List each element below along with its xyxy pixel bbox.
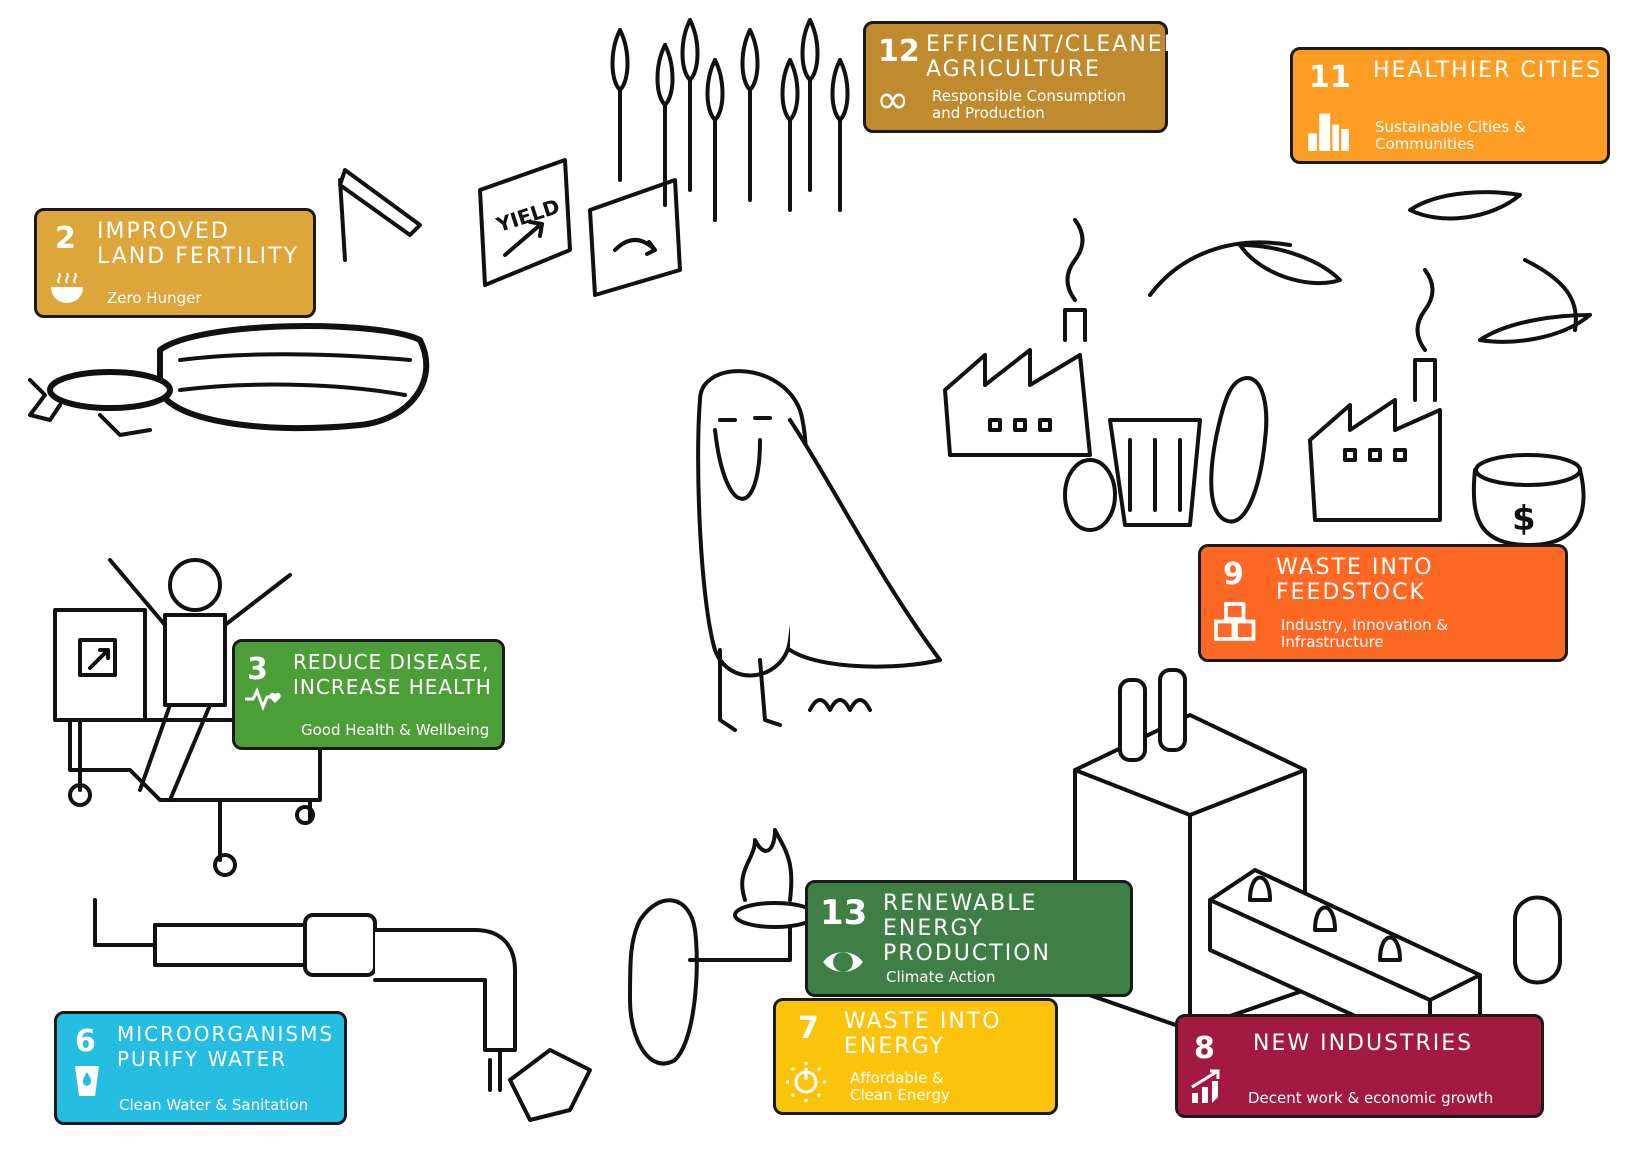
card-number: 6 <box>75 1024 96 1059</box>
card-subtitle: Sustainable Cities & Communities <box>1375 118 1526 153</box>
bin-lid-drawing <box>1063 458 1117 532</box>
sdg-card-7: 7 Waste into Energy Affordable & Clean E… <box>773 998 1058 1115</box>
sdg-card-6: 6 Microorganisms Purify Water Clean Wate… <box>54 1011 347 1125</box>
card-title: Improved Land Fertility <box>97 219 299 269</box>
food-bowl-icon <box>51 272 83 303</box>
card-title: Waste into Feedstock <box>1276 555 1434 605</box>
conveyor-machine-drawing <box>1073 668 1562 1052</box>
card-subtitle: Responsible Consumption and Production <box>932 87 1127 122</box>
power-sun-icon <box>786 1062 826 1102</box>
card-number: 12 <box>878 34 920 69</box>
sdg-card-11: 11 Healthier Cities Sustainable Cities &… <box>1290 47 1610 164</box>
test-tube-drawing <box>338 168 422 262</box>
yield-sign: YIELD <box>478 158 572 287</box>
card-number: 13 <box>820 893 868 933</box>
card-title: Efficient/Cleaner Agriculture <box>926 32 1181 82</box>
sdg-card-8: 8 New Industries Decent work & economic … <box>1175 1014 1544 1118</box>
sign-drawing <box>588 178 682 297</box>
card-subtitle: Clean Water & Sanitation <box>119 1096 309 1114</box>
card-number: 8 <box>1194 1031 1215 1066</box>
wheat-field <box>610 18 850 222</box>
sdg-card-2: 2 Improved Land Fertility Zero Hunger <box>34 208 316 318</box>
card-subtitle: Decent work & economic growth <box>1248 1089 1494 1107</box>
card-title: Waste into Energy <box>844 1009 1002 1059</box>
growth-chart-icon <box>1191 1069 1220 1103</box>
water-pipe-drawing <box>93 898 592 1122</box>
heartbeat-icon <box>245 687 281 712</box>
sdg-card-3: 3 Reduce Disease, Increase Health Good H… <box>232 639 505 750</box>
money-bag-drawing: $ <box>1471 453 1586 547</box>
bean-worker-drawing <box>1209 376 1269 524</box>
eye-globe-icon <box>823 952 863 972</box>
water-drop-icon <box>75 1066 99 1096</box>
sdg-card-12: 12 Efficient/Cleaner Agriculture ∞ Respo… <box>863 21 1181 133</box>
factory-left <box>943 218 1092 457</box>
card-title: Microorganisms Purify Water <box>117 1022 335 1071</box>
card-number: 9 <box>1223 557 1244 592</box>
card-number: 11 <box>1309 60 1351 95</box>
buildings-icon <box>1308 113 1349 151</box>
zucchini-drawing <box>28 323 430 437</box>
card-subtitle: Climate Action <box>886 968 996 986</box>
card-title: Healthier Cities <box>1373 58 1603 83</box>
card-number: 3 <box>247 652 268 687</box>
card-subtitle: Zero Hunger <box>107 289 202 307</box>
factory-right <box>1308 268 1442 522</box>
card-title: Reduce Disease, Increase Health <box>293 650 492 699</box>
card-subtitle: Good Health & Wellbeing <box>301 721 490 739</box>
card-title: New Industries <box>1253 1031 1474 1056</box>
cubes-icon <box>1214 602 1256 641</box>
infinity-icon: ∞ <box>876 77 910 123</box>
sdg-card-9: 9 Waste into Feedstock Industry, Innovat… <box>1198 544 1568 662</box>
card-title: Renewable Energy Production <box>883 891 1051 966</box>
card-number: 2 <box>55 221 76 256</box>
bean-hero-character <box>696 369 942 732</box>
svg-text:$: $ <box>1512 499 1536 539</box>
card-subtitle: Industry, Innovation & Infrastructure <box>1281 616 1449 651</box>
flying-peppers <box>1148 190 1592 344</box>
trash-bin-drawing <box>1108 418 1202 527</box>
sdg-card-13: 13 Renewable Energy Production Climate A… <box>805 880 1133 997</box>
card-subtitle: Affordable & Clean Energy <box>850 1069 950 1104</box>
card-number: 7 <box>798 1011 819 1046</box>
